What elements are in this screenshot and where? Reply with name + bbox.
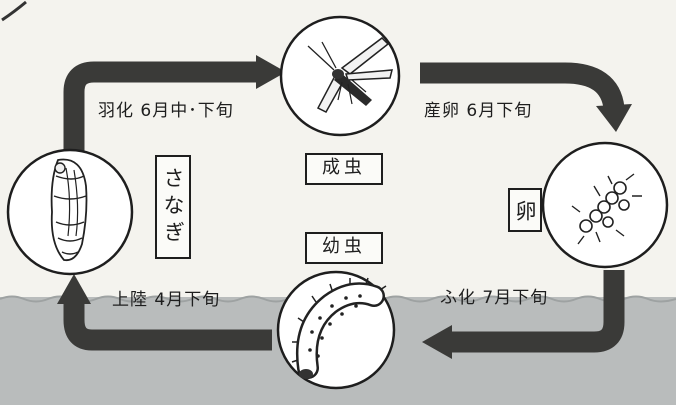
arrow-oviposition [420, 62, 632, 132]
label-egg: 卵 [508, 188, 542, 232]
pupa-illustration [6, 148, 134, 276]
larva-illustration [276, 270, 396, 390]
label-pupa: さなぎ [155, 155, 191, 259]
label-hatching: ふ化 7月下旬 [440, 288, 549, 308]
label-adult: 成虫 [305, 153, 383, 185]
corner-mark [1, 0, 27, 22]
label-oviposition: 産卵 6月下旬 [424, 101, 533, 121]
arrow-emergence [63, 55, 286, 152]
label-emergence: 羽化 6月中･下旬 [98, 101, 234, 121]
label-landing: 上陸 4月下旬 [112, 290, 221, 310]
egg-illustration [541, 141, 669, 269]
arrow-hatching [422, 270, 625, 359]
arrow-landing [57, 274, 272, 351]
label-larva: 幼虫 [305, 232, 383, 264]
adult-illustration [279, 15, 401, 137]
